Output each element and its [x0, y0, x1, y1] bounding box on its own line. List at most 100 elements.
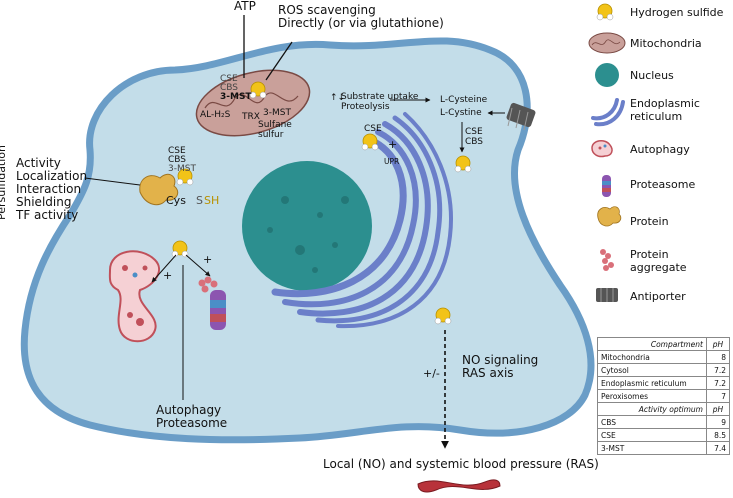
autophagy-arrow [151, 254, 177, 283]
nucleus [242, 161, 372, 291]
mito-cse-label: CSE [220, 74, 238, 84]
legend-nucleus: Nucleus [630, 69, 674, 82]
table-cell: 9 [706, 415, 730, 429]
antiporter-icon [596, 288, 618, 302]
ros-directly-label: Directly (or via glutathione) [278, 16, 444, 30]
persulf-3mst-label: 3-MST [168, 164, 196, 174]
atp-label: ATP [234, 0, 256, 13]
nucleus-icon [595, 63, 619, 87]
no-signaling-label: NO signaling [462, 353, 539, 367]
persulf-item-activity: Activity [16, 156, 61, 170]
table-header-cell: pH [706, 337, 730, 351]
persulf-item-shielding: Shielding [16, 195, 72, 209]
mitochondrion [195, 69, 311, 137]
autophagy-icon [591, 140, 613, 158]
sulfane-label: Sulfane [258, 120, 292, 130]
protein-icon [597, 206, 622, 227]
table-cell: 3-MST [597, 441, 707, 455]
antiporter [506, 102, 536, 131]
mito-alh2s-label: AL-H₂S [200, 110, 231, 120]
mito-3mst-label: 3-MST [220, 92, 252, 102]
table-header-cell: Compartment [597, 337, 707, 351]
l-cystine-label: L-Cystine [440, 108, 482, 118]
ros-arrow [265, 41, 293, 81]
table-cell: Mitochondria [597, 350, 707, 364]
proteasome-arrow [185, 254, 211, 277]
mito-trx-label: TRX [242, 112, 260, 122]
mito-cbs-label: CBS [220, 83, 239, 93]
table-cell: 8.5 [706, 428, 730, 442]
legend-protein-aggregate: Protein aggregate [630, 248, 687, 274]
table-cell: CBS [597, 415, 707, 429]
table-cell: 8 [706, 350, 730, 364]
autophagy-label: Autophagy [156, 403, 222, 417]
endoplasmic-reticulum [271, 112, 453, 329]
proteolysis-label: Proteolysis [341, 102, 390, 112]
table-header-cell: pH [706, 402, 730, 416]
legend-endoplasmic-reticulum: Endoplasmic reticulum [630, 97, 700, 123]
protein-aggregate-icon [600, 249, 614, 271]
autophagy-plus-right: + [203, 253, 213, 266]
proteasome-icon [602, 175, 611, 197]
legend-autophagy: Autophagy [630, 143, 690, 156]
table-cell: Cytosol [597, 363, 707, 377]
table-cell: CSE [597, 428, 707, 442]
legend-protein: Protein [630, 215, 669, 228]
upr-label: UPR [384, 157, 400, 166]
proteasome-label: Proteasome [156, 416, 228, 430]
table-header-cell: Activity optimum [597, 402, 707, 416]
endoplasmic-reticulum-icon [591, 98, 625, 127]
ros-scavenging-label: ROS scavenging [278, 3, 376, 17]
table-cell: 7 [706, 389, 730, 403]
persulfidation-axis-label: Persulfidation [0, 144, 9, 221]
er-cse-label: CSE [364, 124, 382, 134]
substrate-uptake-label: Substrate uptake [341, 92, 419, 102]
persulf-cse-label: CSE [168, 146, 186, 156]
table-cell: 7.4 [706, 441, 730, 455]
table-header-activity: Activity optimum pH [597, 402, 730, 416]
s-label: S [196, 194, 203, 207]
cys-label: Cys [166, 194, 186, 207]
hydrogen-sulfide-icon [596, 3, 614, 21]
legend-hydrogen-sulfide: Hydrogen sulfide [630, 6, 724, 19]
legend-antiporter: Antiporter [630, 290, 686, 303]
blood-vessel [417, 479, 501, 493]
protein [139, 173, 179, 206]
persulf-item-localization: Localization [16, 169, 88, 183]
persulf-item-interaction: Interaction [16, 182, 82, 196]
cystine-cse-label: CSE [465, 127, 483, 137]
l-cysteine-label: L-Cysteine [440, 95, 488, 105]
protein-aggregate [198, 276, 218, 293]
table-cell: 7.2 [706, 363, 730, 377]
sulfur-label: sulfur [258, 130, 284, 140]
sh-label: SH [204, 194, 220, 207]
persulf-item-tf-activity: TF activity [16, 208, 79, 222]
mitochondria-icon [588, 32, 626, 54]
persulf-line [84, 177, 141, 186]
legend-mitochondria: Mitochondria [630, 37, 702, 50]
autophagosome [108, 250, 160, 343]
h2s-molecule-er [361, 133, 379, 151]
table-cell: 7.2 [706, 376, 730, 390]
h2s-molecule-mito [249, 81, 267, 99]
updown-arrow-icon: ↑↓ [330, 93, 346, 103]
proteasome [210, 290, 226, 330]
legend-proteasome: Proteasome [630, 178, 696, 191]
persulf-cbs-label: CBS [168, 155, 187, 165]
table-cell: Peroxisomes [597, 389, 707, 403]
h2s-molecule-cystine [454, 155, 472, 173]
h2s-molecule-autophagy [171, 240, 189, 258]
autophagy-plus-left: + [163, 269, 173, 282]
blood-pressure-label: Local (NO) and systemic blood pressure (… [323, 457, 599, 471]
mito-3mst2-label: 3-MST [263, 108, 291, 118]
cystine-cbs-label: CBS [465, 137, 484, 147]
